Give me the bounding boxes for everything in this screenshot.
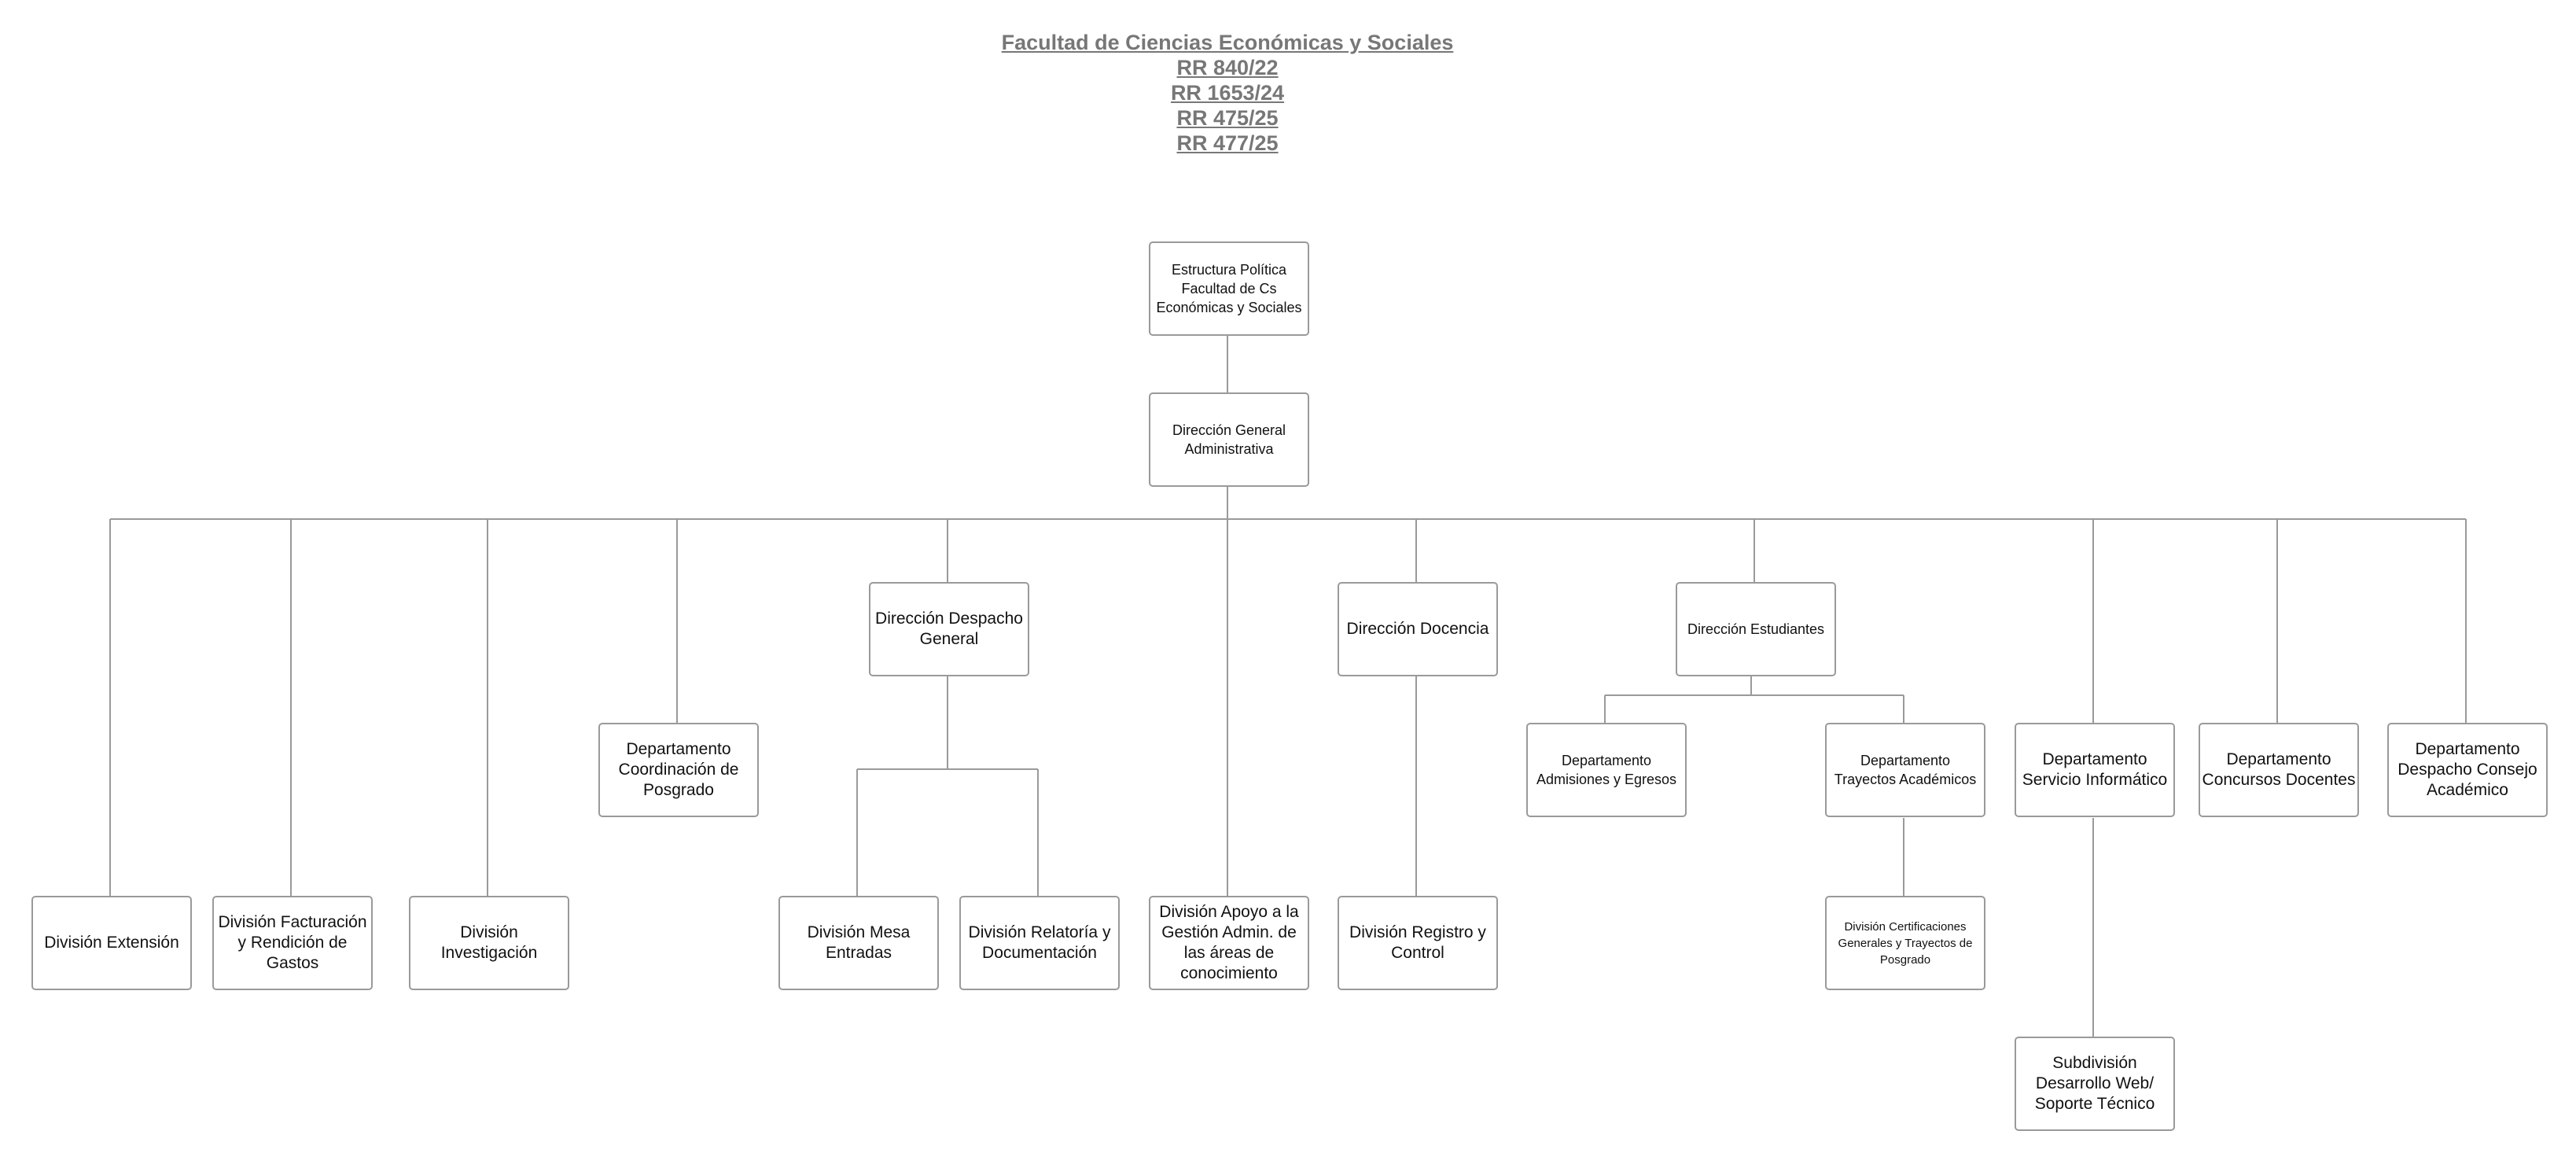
node-division-extension: División Extensión: [31, 896, 192, 990]
resolution: RR 475/25: [1176, 106, 1279, 130]
resolution: RR 1653/24: [1170, 81, 1285, 105]
faculty-heading: Facultad de Ciencias Económicas y Social…: [1001, 31, 1454, 54]
resolution: RR 840/22: [1176, 56, 1279, 79]
node-departamento-coordinacion-posgrado: Departamento Coordinación de Posgrado: [598, 723, 759, 817]
node-division-registro-control: División Registro y Control: [1338, 896, 1498, 990]
node-direccion-docencia: Dirección Docencia: [1338, 582, 1498, 676]
node-division-facturacion: División Facturación y Rendición de Gast…: [212, 896, 373, 990]
node-division-certificaciones: División Certificaciones Generales y Tra…: [1825, 896, 1985, 990]
resolution: RR 477/25: [1176, 131, 1279, 155]
node-division-apoyo-gestion: División Apoyo a la Gestión Admin. de la…: [1149, 896, 1309, 990]
node-direccion-despacho-general: Dirección Despacho General: [869, 582, 1029, 676]
node-departamento-trayectos: Departamento Trayectos Académicos: [1825, 723, 1985, 817]
node-subdivision-desarrollo-web: Subdivisión Desarrollo Web/ Soporte Técn…: [2015, 1037, 2175, 1131]
node-division-investigacion: División Investigación: [409, 896, 569, 990]
node-departamento-despacho-consejo: Departamento Despacho Consejo Académico: [2387, 723, 2548, 817]
node-departamento-admisiones: Departamento Admisiones y Egresos: [1526, 723, 1687, 817]
node-estructura-politica: Estructura Política Facultad de Cs Econó…: [1149, 241, 1309, 336]
node-division-mesa-entradas: División Mesa Entradas: [778, 896, 939, 990]
node-direccion-estudiantes: Dirección Estudiantes: [1676, 582, 1836, 676]
node-departamento-servicio-informatico: Departamento Servicio Informático: [2015, 723, 2175, 817]
chart-title: Facultad de Ciencias Económicas y Social…: [0, 30, 2455, 156]
node-direccion-general-administrativa: Dirección General Administrativa: [1149, 392, 1309, 487]
node-departamento-concursos-docentes: Departamento Concursos Docentes: [2199, 723, 2359, 817]
node-division-relatoria: División Relatoría y Documentación: [959, 896, 1120, 990]
